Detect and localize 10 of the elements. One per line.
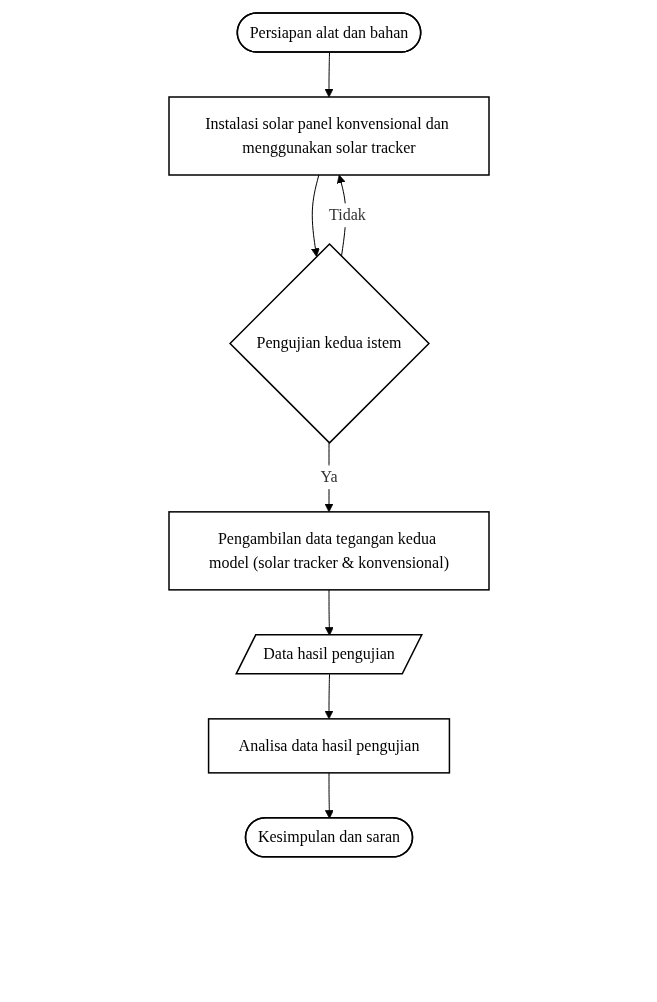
arrow [324,52,333,98]
edge-label: Tidak [328,206,366,224]
node-box: Analisa data hasil pengujian [207,718,450,774]
node-diamond: Pengujian kedua istem [228,242,430,444]
edge-label: Ya [319,468,338,486]
node-box: Pengambilan data tegangan kedua model (solar tracker & konvensional) [167,511,490,591]
arrow [310,174,320,257]
arrow [324,673,333,720]
node-box: Instalasi solar panel konvensional dan menggunakan solar tracker [167,96,490,176]
arrow [324,772,334,819]
